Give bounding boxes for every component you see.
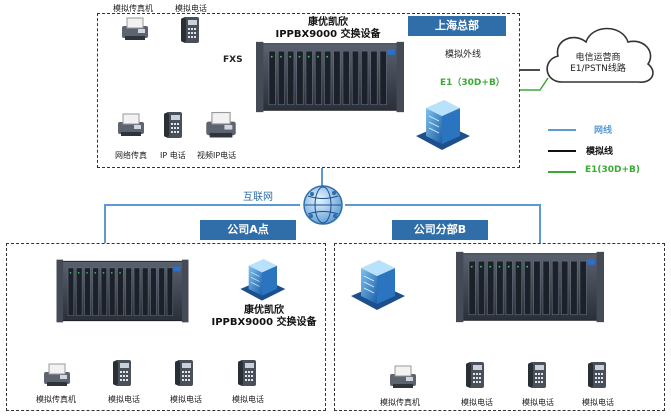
fax-machine-icon [388, 364, 418, 390]
branch-a-device-label: 模拟电话 [232, 395, 264, 404]
legend-analog-label: 模拟线 [586, 147, 614, 157]
telephone-icon [465, 360, 487, 390]
branch-b-internet-line [345, 204, 541, 243]
ippbx-chassis-icon [250, 40, 410, 114]
office-building-icon [412, 96, 472, 152]
branch-b-tag: 公司分部B [392, 220, 488, 240]
ippbx-chassis-icon [50, 258, 195, 324]
legend-network-label: 网线 [594, 126, 613, 136]
internet-label: 互联网 [243, 192, 273, 203]
cloud-icon [546, 27, 654, 83]
branch-a-internet-line [104, 204, 300, 243]
fax-machine-icon [116, 112, 146, 138]
branch-a-device-label: 模拟传真机 [36, 395, 76, 404]
office-building-icon [346, 256, 408, 312]
telephone-icon [180, 15, 202, 45]
hq-analog-phone-label: 模拟电话 [175, 4, 207, 13]
legend-network-line [548, 129, 576, 131]
legend-analog-line [548, 150, 576, 152]
branch-b-device-label: 模拟传真机 [380, 398, 420, 407]
branch-b-device-label: 模拟电话 [522, 398, 554, 407]
carrier-label-line2: E1/PSTN线路 [570, 64, 626, 74]
legend-e1-label: E1(30D+B) [585, 165, 641, 175]
telephone-icon [174, 358, 196, 388]
branch-a-device-title-line2: IPPBX9000 交换设备 [211, 317, 317, 328]
telephone-icon [237, 358, 259, 388]
fxs-label: FXS [223, 55, 243, 65]
office-building-icon [237, 255, 287, 303]
hq-analog-fax-label: 模拟传真机 [113, 4, 153, 13]
branch-b-device-label: 模拟电话 [461, 398, 493, 407]
hq-ip-phone-label: IP 电话 [160, 151, 186, 160]
branch-b-device-label: 模拟电话 [582, 398, 614, 407]
hq-video-phone-label: 视频IP电话 [197, 151, 237, 160]
branch-a-device-label: 模拟电话 [170, 395, 202, 404]
hq-device-title: 康优凯欣 IPPBX9000 交换设备 [258, 17, 398, 41]
telephone-icon [112, 358, 134, 388]
internet-globe-icon [303, 185, 343, 225]
branch-a-device-label: 模拟电话 [108, 395, 140, 404]
ippbx-chassis-icon [450, 250, 610, 324]
hq-tag: 上海总部 [408, 16, 506, 36]
branch-a-tag: 公司A点 [200, 220, 296, 240]
analog-trunk-label: 模拟外线 [445, 50, 482, 60]
carrier-label-line1: 电信运营商 [575, 53, 621, 63]
legend-e1-line [548, 171, 576, 173]
ip-phone-icon [204, 110, 238, 140]
ip-phone-icon [163, 110, 185, 140]
telephone-icon [527, 360, 549, 390]
branch-a-device-title: 康优凯欣 IPPBX9000 交换设备 [210, 305, 318, 329]
hq-device-title-line2: IPPBX9000 交换设备 [275, 29, 381, 40]
carrier-label: 电信运营商 E1/PSTN线路 [552, 53, 644, 75]
e1-trunk-label: E1（30D+B） [440, 78, 505, 88]
fax-machine-icon [120, 16, 150, 42]
hq-device-title-line1: 康优凯欣 [308, 17, 348, 28]
hq-net-fax-label: 网络传真 [115, 151, 147, 160]
branch-a-device-title-line1: 康优凯欣 [244, 305, 284, 316]
telephone-icon [587, 360, 609, 390]
fax-machine-icon [42, 362, 72, 388]
